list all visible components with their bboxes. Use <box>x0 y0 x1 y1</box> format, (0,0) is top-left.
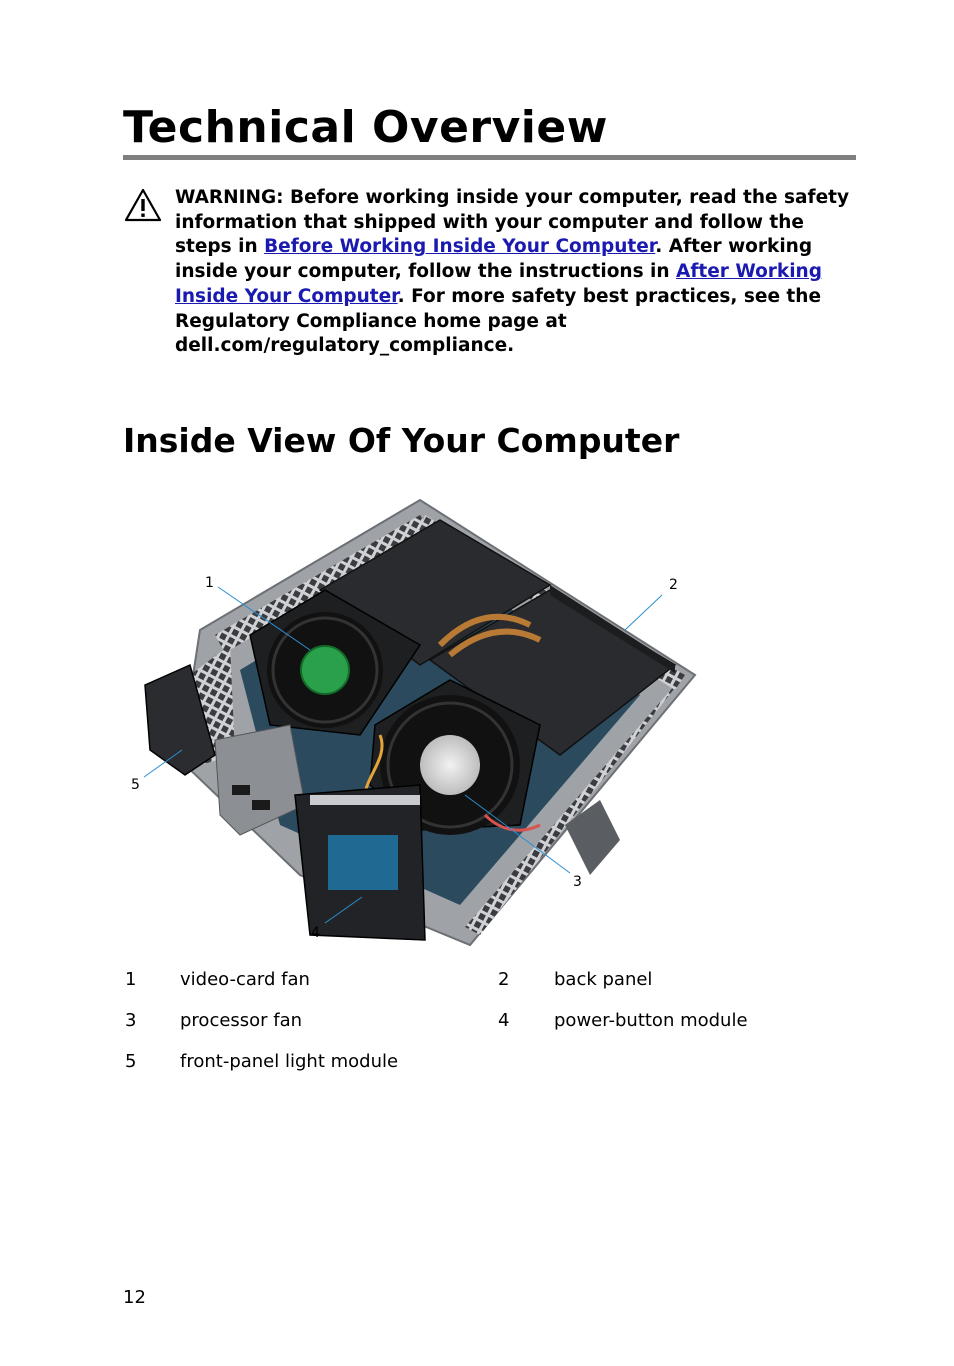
legend-label-1: video-card fan <box>180 969 310 990</box>
callout-5: 5 <box>131 777 140 793</box>
legend-label-5: front-panel light module <box>180 1051 399 1072</box>
warning-text-part2: . After working inside your computer, fo… <box>175 236 813 283</box>
legend-num-5: 5 <box>125 1051 137 1072</box>
page-number: 12 <box>123 1287 146 1308</box>
legend-num-2: 2 <box>498 969 510 990</box>
callout-2: 2 <box>669 577 678 593</box>
callout-1: 1 <box>205 575 214 591</box>
callout-3: 3 <box>573 874 582 890</box>
legend-num-1: 1 <box>125 969 137 990</box>
computer-illustration <box>143 498 697 947</box>
warning-triangle-icon <box>124 188 162 222</box>
legend-label-4: power-button module <box>554 1010 748 1031</box>
warning-notice: WARNING: Before working inside your comp… <box>175 186 865 359</box>
before-working-link[interactable]: Before Working Inside Your Computer <box>264 236 656 258</box>
callout-4: 4 <box>311 925 320 941</box>
page-title: Technical Overview <box>123 102 608 153</box>
legend-label-2: back panel <box>554 969 653 990</box>
after-working-link[interactable]: After Working Inside Your Computer <box>175 261 822 307</box>
section-title: Inside View Of Your Computer <box>123 421 680 460</box>
inside-view-figure: 1 2 3 4 5 <box>120 495 700 950</box>
warning-text-part3: . For more safety best practices, see th… <box>175 285 821 357</box>
warning-text-part1: WARNING: Before working inside your comp… <box>175 187 850 258</box>
title-divider <box>123 155 856 160</box>
legend-num-3: 3 <box>125 1010 137 1031</box>
legend-label-3: processor fan <box>180 1010 303 1031</box>
legend-num-4: 4 <box>498 1010 510 1031</box>
